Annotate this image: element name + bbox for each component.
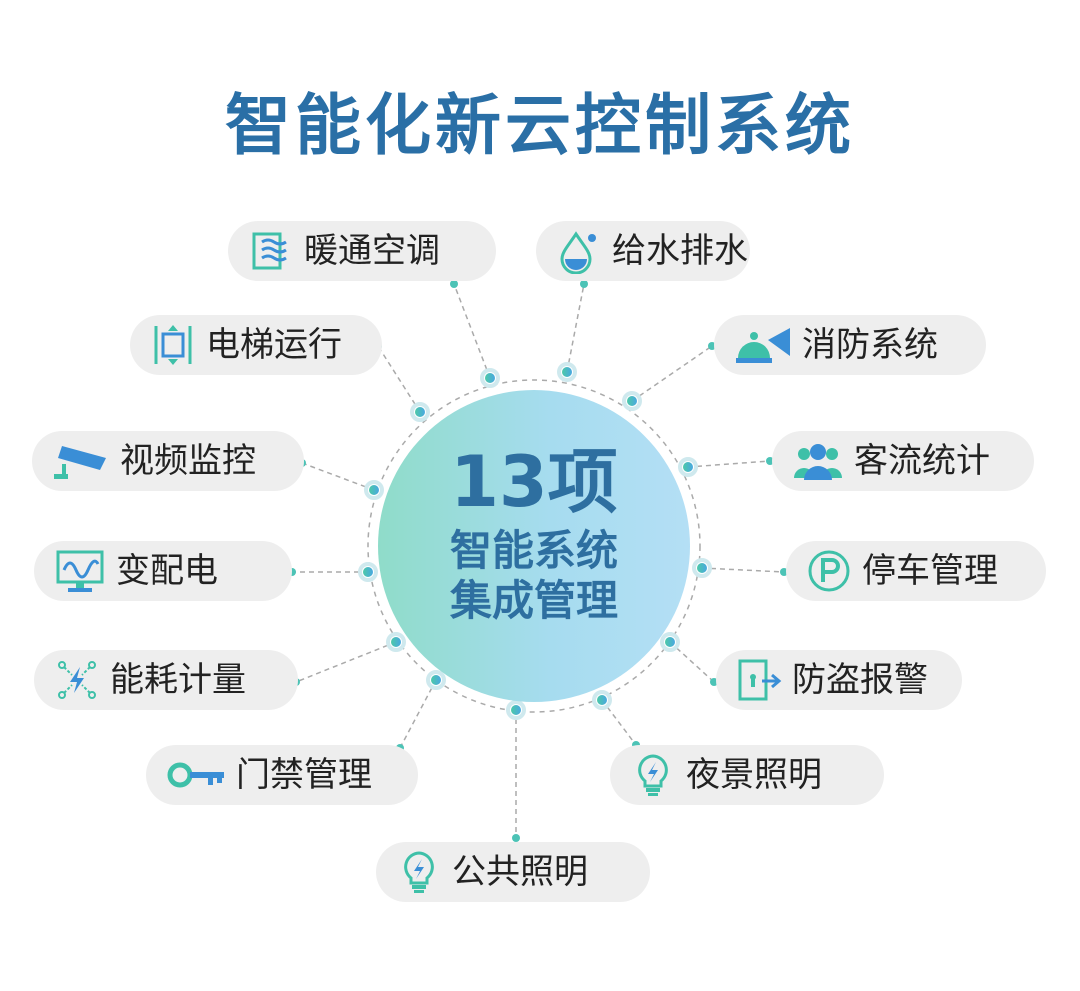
connectors — [288, 280, 788, 842]
connector-node-core — [683, 462, 693, 472]
connector-node-core — [697, 563, 707, 573]
system-pill-access[interactable]: 门禁管理 — [146, 745, 418, 805]
door-lock-icon — [738, 659, 782, 701]
connector-node-core — [431, 675, 441, 685]
system-label: 停车管理 — [862, 551, 998, 591]
light-bulb-icon — [404, 851, 434, 893]
connector-end-dot — [512, 834, 520, 842]
hub-circle: 13项 智能系统 集成管理 — [378, 390, 690, 702]
connector-node-core — [415, 407, 425, 417]
page-title: 智能化新云控制系统 — [225, 87, 855, 164]
system-pill-energy[interactable]: 能耗计量 — [34, 650, 298, 710]
connector-node-core — [665, 637, 675, 647]
cctv-camera-icon — [54, 446, 106, 479]
connector-node-core — [485, 373, 495, 383]
water-drop-icon — [560, 231, 596, 274]
system-pill-security[interactable]: 防盗报警 — [716, 650, 962, 710]
key-icon — [167, 762, 224, 788]
connector-end-dot — [580, 280, 588, 288]
system-pill-public-lighting[interactable]: 公共照明 — [376, 842, 650, 902]
system-label: 消防系统 — [802, 325, 938, 365]
system-pill-night-lighting[interactable]: 夜景照明 — [610, 745, 884, 805]
system-pill-water[interactable]: 给水排水 — [536, 221, 750, 281]
system-label: 电梯运行 — [206, 325, 342, 365]
parking-icon — [808, 550, 850, 592]
system-pill-traffic[interactable]: 客流统计 — [772, 431, 1034, 491]
system-label: 夜景照明 — [686, 755, 822, 795]
system-label: 防盗报警 — [792, 660, 928, 700]
hvac-icon — [252, 232, 287, 270]
connector-node-core — [627, 396, 637, 406]
connector-node-core — [511, 705, 521, 715]
system-pill-fire[interactable]: 消防系统 — [714, 315, 986, 375]
energy-network-icon — [58, 661, 96, 699]
system-pill-power[interactable]: 变配电 — [34, 541, 292, 601]
connector-node-core — [363, 567, 373, 577]
system-label: 门禁管理 — [236, 755, 372, 795]
system-label: 给水排水 — [612, 231, 748, 271]
hub-orbit-ring — [367, 379, 701, 713]
connector-end-dot — [450, 280, 458, 288]
connector-line — [687, 460, 771, 468]
connector-line — [566, 283, 585, 373]
hub-count: 13项 — [450, 441, 618, 523]
hub-line-2: 集成管理 — [449, 576, 618, 625]
connector-node-core — [562, 367, 572, 377]
connector-line — [453, 283, 491, 379]
system-label: 客流统计 — [854, 441, 990, 481]
system-pill-elevator[interactable]: 电梯运行 — [130, 315, 382, 375]
connector-line — [301, 462, 375, 491]
connector-line — [399, 679, 437, 749]
people-icon — [794, 444, 842, 480]
system-pill-cctv[interactable]: 视频监控 — [32, 431, 304, 491]
monitor-wave-icon — [56, 550, 104, 592]
connector-node-core — [391, 637, 401, 647]
system-label: 视频监控 — [120, 441, 256, 481]
connector-line — [377, 345, 421, 413]
connector-node-core — [597, 695, 607, 705]
connector-line — [295, 641, 397, 683]
system-label: 变配电 — [116, 551, 218, 591]
system-pill-hvac[interactable]: 暖通空调 — [228, 221, 496, 281]
system-pill-parking[interactable]: 停车管理 — [786, 541, 1046, 601]
light-bulb-icon — [638, 754, 668, 796]
connector-line — [701, 567, 785, 573]
connector-node-core — [369, 485, 379, 495]
system-label: 暖通空调 — [304, 231, 440, 271]
system-label: 公共照明 — [452, 852, 588, 892]
system-label: 能耗计量 — [110, 660, 246, 700]
hub-line-1: 智能系统 — [449, 526, 618, 575]
fire-alarm-icon — [736, 328, 790, 363]
elevator-icon — [154, 325, 192, 365]
connector-line — [631, 345, 713, 402]
